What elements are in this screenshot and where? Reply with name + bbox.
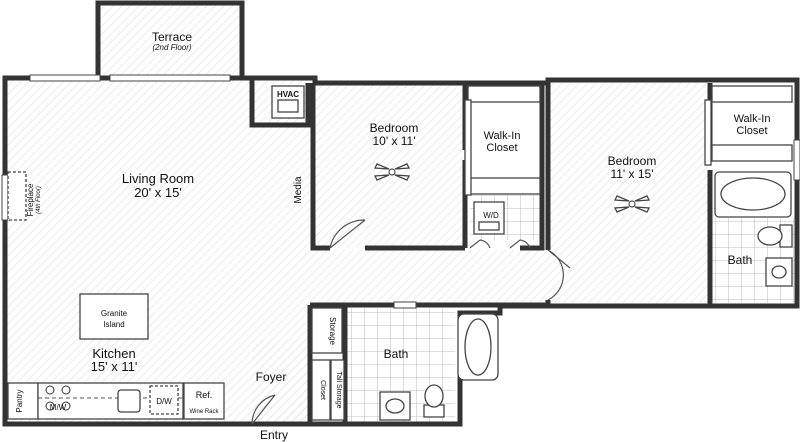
bath1-fixtures <box>311 307 499 421</box>
fireplace-note: (4th Floor) <box>36 186 42 214</box>
terrace-label: Terrace <box>152 30 192 44</box>
kitchen-counter <box>7 382 225 420</box>
closet-shelving <box>464 85 793 196</box>
bath2-label: Bath <box>728 253 753 267</box>
foyer-label: Foyer <box>256 370 287 384</box>
granite-island <box>79 293 149 340</box>
closet2-label2: Closet <box>736 125 767 137</box>
closet1-label1: Walk-In <box>484 130 521 142</box>
fireplace <box>7 171 27 221</box>
entry-label: Entry <box>260 428 288 442</box>
pantry-label: Pantry <box>15 389 24 412</box>
bath1-label: Bath <box>384 347 409 361</box>
wine-rack-label: Wine Rack <box>189 409 219 415</box>
kitchen-label: Kitchen <box>92 346 135 361</box>
storage-label: Storage <box>328 317 337 346</box>
bedroom2-size: 11' x 15' <box>610 167 653 181</box>
washer-dryer <box>473 201 505 235</box>
closet2-label1: Walk-In <box>734 113 771 125</box>
ref-label: Ref. <box>196 390 213 400</box>
mw-label: M/W <box>50 403 67 412</box>
ceiling-fan-icon <box>613 195 651 213</box>
media-label: Media <box>293 176 304 204</box>
fireplace-label: Fireplace <box>26 183 35 216</box>
wd-label: W/D <box>483 211 499 220</box>
tall-storage-label: Tall Storage <box>335 372 342 409</box>
bedroom2-label: Bedroom <box>608 154 657 168</box>
island-label1: Granite <box>101 309 128 318</box>
terrace-note: (2nd Floor) <box>152 43 191 52</box>
ceiling-fan-icon <box>373 163 411 181</box>
floor-hatching <box>5 3 708 425</box>
windows <box>1 74 800 309</box>
bedroom1-size: 10' x 11' <box>372 134 415 148</box>
closet1-label2: Closet <box>486 142 517 154</box>
bedroom1-label: Bedroom <box>370 121 419 135</box>
closet-label: Closet <box>319 380 326 400</box>
doors <box>251 219 571 425</box>
living-room-label: Living Room <box>122 171 194 186</box>
dw-label: D/W <box>156 397 172 406</box>
hvac-label: HVAC <box>277 90 299 99</box>
hvac-unit <box>271 85 305 119</box>
walls <box>2 0 800 427</box>
kitchen-size: 15' x 11' <box>91 359 138 374</box>
bath2-fixtures <box>714 171 793 287</box>
living-room-size: 20' x 15' <box>134 185 182 200</box>
island-label2: Island <box>103 320 124 329</box>
